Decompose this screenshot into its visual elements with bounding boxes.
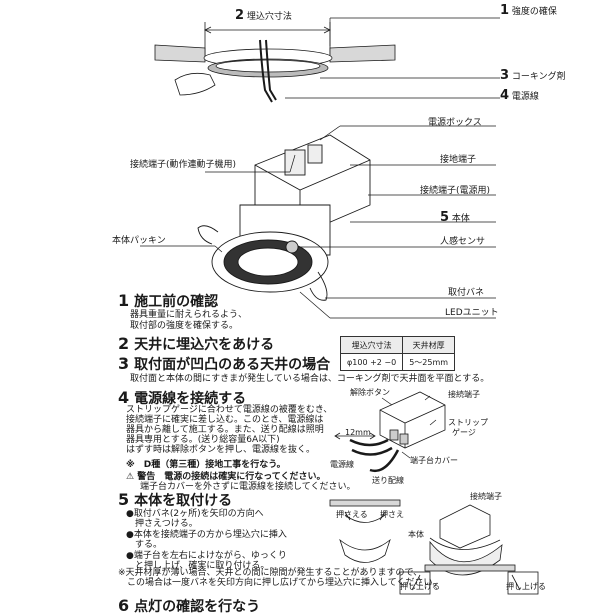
label-press-right: 押さえ	[380, 510, 404, 519]
spec-header: 天井材厚	[402, 336, 456, 354]
step-4-line: 器具から離して施工する。また、送り配線は照明	[126, 425, 324, 435]
label-feed-line: 送り配線	[372, 476, 404, 485]
install-diagram-right	[399, 504, 539, 595]
hand-icon	[174, 72, 216, 96]
step-4-line: 接続端子に確実に差し込む。このとき、電源線は	[126, 415, 324, 425]
spec-header: 埋込穴寸法	[339, 336, 404, 354]
fixture-body	[197, 134, 371, 301]
label-led-unit: LEDユニット	[445, 308, 499, 318]
label-terminal-linked: 接続端子(動作連動子機用)	[130, 160, 237, 170]
step-4-line: ストリップゲージに合わせて電源線の被覆をむき、	[126, 405, 333, 415]
step-4-warning-2: 端子台カバーを外さずに電源線を接続してください。	[140, 482, 356, 492]
label-step5-body: 本体	[408, 530, 424, 539]
hole-spec-table: 埋込穴寸法 天井材厚 φ100 +2 −0 5〜25mm	[339, 336, 456, 371]
footnote-line: ※天井材厚が薄い場合、天井との間に隙間が発生することがありますので、	[118, 568, 423, 578]
label-terminal-power: 接続端子(電源用)	[420, 186, 491, 196]
step-5-line: 押さえつける。	[126, 519, 198, 529]
step-5-line: ●取付バネ(2ヶ所)を矢印の方向へ	[126, 509, 264, 519]
step-4-line: はずす時は解除ボタンを押し、電源線を抜く。	[126, 445, 316, 455]
step-5-line: と押し上げ、確実に取り付ける。	[126, 561, 270, 571]
label-release-button: 解除ボタン	[350, 388, 390, 397]
step-3-line: 取付面と本体の間にすきまが発生している場合は、コーキング剤で天井面を平面とする。	[130, 374, 490, 384]
label-push-up-left: 押し上げる	[400, 582, 440, 591]
label-power-wire: 4 電源線	[500, 88, 539, 103]
install-diagram-left	[329, 499, 401, 563]
step-1-line: 器具重量に耐えられるよう、	[130, 310, 248, 320]
label-ground-terminal: 接地端子	[440, 155, 477, 165]
label-spring: 取付バネ	[448, 288, 485, 298]
label-step5-terminal: 接続端子	[470, 492, 502, 501]
label-power-line: 電源線	[330, 460, 354, 469]
step-5-line: ●本体を接続端子の方から埋込穴に挿入	[126, 530, 287, 540]
label-terminal-cover: 端子台カバー	[410, 456, 458, 465]
label-push-up-right: 押し上げる	[506, 582, 546, 591]
label-strip-gauge-1: ストリップ	[448, 418, 488, 427]
connector-diagram	[334, 391, 446, 473]
label-12mm: 12mm	[345, 428, 371, 437]
label-power-box: 電源ボックス	[428, 118, 482, 128]
label-press-left: 押さえる	[336, 510, 368, 519]
step-4-line: 器具専用とする。(送り総容量6A以下)	[126, 435, 280, 445]
step-1-line: 取付部の強度を確保する。	[130, 321, 239, 331]
spec-value: φ100 +2 −0	[339, 353, 404, 371]
label-hole-size: 2 埋込穴寸法	[235, 8, 292, 23]
label-connector-terminal: 接続端子	[448, 390, 480, 399]
spec-value: 5〜25mm	[402, 353, 456, 371]
step-5-line: ●端子台を左右によけながら、ゆっくり	[126, 551, 287, 561]
step-5-line: する。	[126, 540, 163, 550]
label-caulking: 3 コーキング剤	[500, 68, 566, 83]
label-strength: 1 強度の確保	[500, 3, 557, 18]
step-4-ground-note: ※ D種（第三種）接地工事を行なう。	[126, 460, 286, 470]
footnote-line: この場合は一度バネを矢印方向に押し広げてから埋込穴に挿入してください。	[118, 578, 442, 588]
label-strip-gauge-2: ゲージ	[452, 428, 476, 437]
ceiling-section	[154, 44, 396, 78]
warning-icon: ⚠	[126, 472, 138, 482]
label-body: 5 本体	[440, 210, 470, 225]
step-4-warning: ⚠ 警告 電源の接続は確実に行なってください。	[126, 472, 326, 482]
power-wire	[259, 39, 273, 103]
label-sensor: 人感センサ	[440, 237, 486, 247]
label-packing: 本体パッキン	[112, 236, 166, 246]
